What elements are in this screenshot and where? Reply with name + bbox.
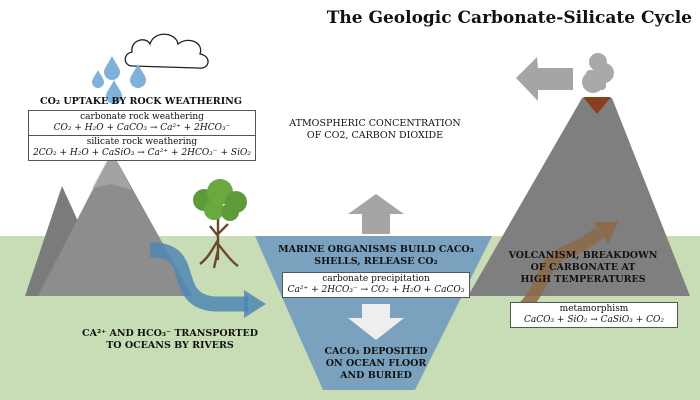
atmosphere-label: ATMOSPHERIC CONCENTRATION OF CO2, CARBON… [282,118,468,142]
deposit-label-line1: CaCO₃ DEPOSITED [324,346,428,357]
tree-icon [193,179,247,269]
deposit-label-line3: AND BURIED [340,370,412,381]
volcano-lava-icon [583,97,611,114]
magma-arrow [515,226,605,317]
volcano-smoke-icon [582,53,614,93]
volcanism-label-line3: HIGH TEMPERATURES [520,274,646,285]
silicate-weathering-row: silicate rock weathering 2CO₂ + H₂O + Ca… [29,135,255,160]
silicate-weathering-equation: 2CO₂ + H₂O + CaSiO₃ → Ca²⁺ + 2HCO₃⁻ + Si… [33,148,251,158]
rivers-label-line1: Ca²⁺ AND HCO₃⁻ TRANSPORTED [82,328,258,339]
deposition-arrow [348,304,404,340]
marine-label-line2: SHELLS, RELEASE CO₂ [314,256,438,267]
river-transport-arrow [149,242,248,312]
marine-organisms-label: MARINE ORGANISMS BUILD CaCO₃ SHELLS, REL… [270,244,482,268]
deposit-label: CaCO₃ DEPOSITED ON OCEAN FLOOR AND BURIE… [308,346,444,382]
left-mountain-large [38,152,192,296]
left-mountain-highlight [92,152,132,190]
precipitation-label: carbonate precipitation [322,274,430,284]
atmosphere-label-line2: OF CO2, CARBON DIOXIDE [306,130,444,141]
volcanism-label-line2: OF CARBONATE AT [530,262,636,273]
rivers-label: Ca²⁺ AND HCO₃⁻ TRANSPORTED TO OCEANS BY … [78,328,262,352]
rivers-label-line2: TO OCEANS BY RIVERS [106,340,234,351]
volcanism-label: VOLCANISM, BREAKDOWN OF CARBONATE AT HIG… [508,250,658,286]
co2-release-arrow [348,194,404,234]
weathering-heading: CO₂ UPTAKE BY ROCK WEATHERING [40,96,242,107]
cloud-icon [124,33,209,69]
deposit-label-line2: ON OCEAN FLOOR [325,358,427,369]
carbonate-weathering-equation: CO₂ + H₂O + CaCO₃ → Ca²⁺ + 2HCO₃⁻ [53,123,231,133]
weathering-equations-box: carbonate rock weathering CO₂ + H₂O + Ca… [28,110,256,161]
river-arrow-head [244,290,266,318]
raindrops-icon [92,56,146,104]
precipitation-equation: Ca²⁺ + 2HCO₃⁻ → CO₂ + H₂O + CaCO₃ [287,285,465,295]
silicate-weathering-label: silicate rock weathering [86,137,198,147]
volcanic-co2-arrow [516,57,573,101]
metamorphism-label: metamorphism [559,304,629,314]
diagram-title: The Geologic Carbonate-Silicate Cycle [326,8,692,28]
volcano [468,98,690,296]
atmosphere-label-line1: ATMOSPHERIC CONCENTRATION [289,118,461,129]
magma-arrow-head [594,222,618,244]
marine-label-line1: MARINE ORGANISMS BUILD CaCO₃ [278,244,474,255]
metamorphism-box: metamorphism CaCO₃ + SiO₂ → CaSiO₃ + CO₂ [510,302,678,328]
metamorphism-equation: CaCO₃ + SiO₂ → CaSiO₃ + CO₂ [523,315,665,325]
volcanism-label-line1: VOLCANISM, BREAKDOWN [508,250,658,261]
carbonate-weathering-row: carbonate rock weathering CO₂ + H₂O + Ca… [29,111,255,135]
precipitation-box: carbonate precipitation Ca²⁺ + 2HCO₃⁻ → … [282,272,470,298]
carbonate-weathering-label: carbonate rock weathering [80,112,204,122]
